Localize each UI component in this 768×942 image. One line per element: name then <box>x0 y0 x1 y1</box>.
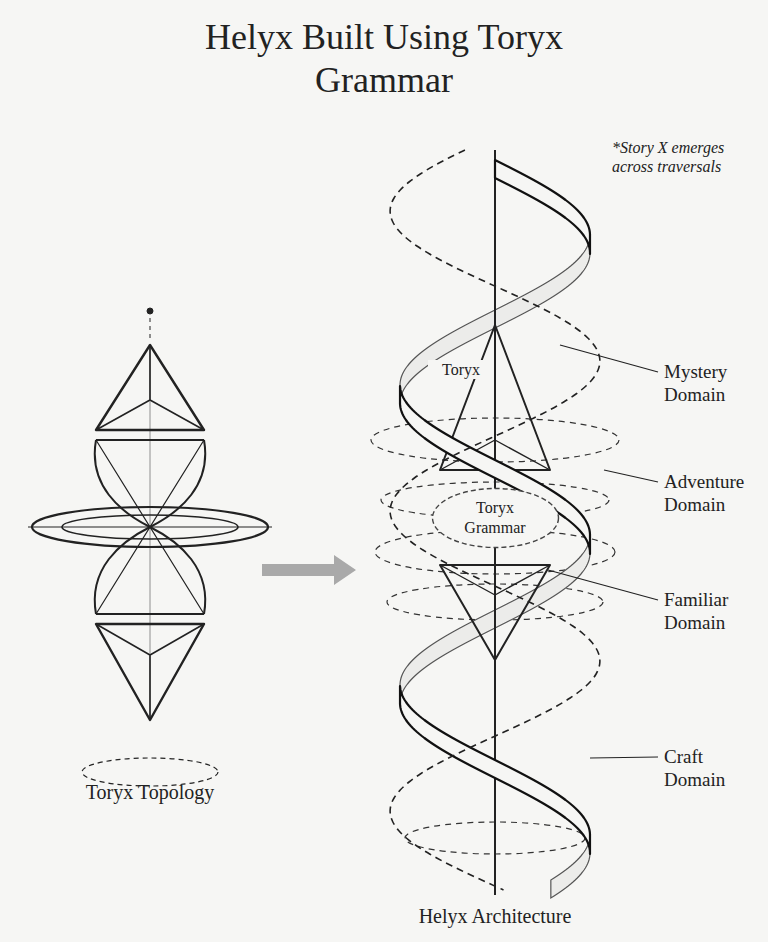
lower-triangle <box>440 565 550 660</box>
ribbon-front <box>400 686 590 854</box>
dashed-strand <box>390 150 600 890</box>
upper-bowl <box>95 440 205 527</box>
domain-label: Mystery Domain <box>664 361 762 407</box>
lower-tetrahedron <box>96 624 204 720</box>
lower-bowl <box>95 527 205 614</box>
figure-caption: Helyx Architecture <box>395 904 595 928</box>
leader-line <box>590 757 658 758</box>
equator-line <box>28 527 272 528</box>
node-text: Toryx Grammar <box>452 498 538 538</box>
upper-tetrahedron-inner <box>96 345 204 430</box>
toryx-topology-figure <box>28 308 272 786</box>
leader-line <box>604 470 658 482</box>
helix-front <box>400 160 590 854</box>
diagram-title: Helyx Built Using Toryx Grammar <box>164 16 604 102</box>
ellipse-outline <box>431 487 560 549</box>
lower-triangle-inner <box>440 565 550 595</box>
leader-line <box>560 345 658 372</box>
bowl-rim <box>96 439 204 441</box>
lower-tetrahedron-inner <box>96 624 204 720</box>
apex-dash <box>150 318 151 342</box>
bowl-rim <box>96 613 204 615</box>
ribbon-front <box>495 160 590 254</box>
domain-label: Craft Domain <box>664 746 762 792</box>
upper-tetrahedron <box>96 345 204 430</box>
ribbon-label: Toryx <box>428 360 494 379</box>
figure-caption: Toryx Topology <box>50 780 250 804</box>
note-text: *Story X emerges across traversals <box>612 138 762 176</box>
apex-dot <box>147 308 153 314</box>
ribbon-back <box>551 836 590 898</box>
ellipse-shape <box>432 489 558 548</box>
leader-line <box>548 570 658 600</box>
grammar-ellipse: Toryx Grammar <box>431 487 560 549</box>
leader-lines <box>548 345 658 758</box>
transform-arrow <box>262 555 356 585</box>
domain-label: Adventure Domain <box>664 471 762 517</box>
ribbon-front <box>400 386 590 554</box>
domain-label: Familiar Domain <box>664 589 762 635</box>
